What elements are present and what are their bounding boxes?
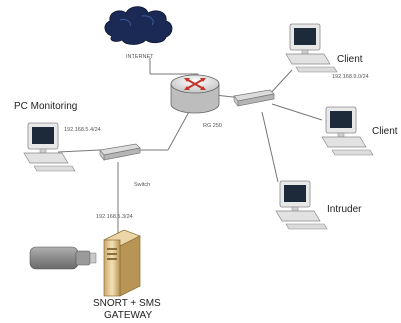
switch-icon (99, 143, 141, 161)
desktop-computer-icon (275, 180, 328, 230)
router-node: RG 250 (170, 74, 222, 129)
internet-node: INTERNET (104, 6, 173, 60)
switch-icon (233, 89, 275, 107)
switch-left-label: Switch (134, 182, 150, 188)
router-label: RG 250 (203, 123, 222, 129)
gateway-label-line1: SNORT + SMS (93, 298, 161, 309)
client-1-label: Client (337, 54, 363, 65)
client-1-ip: 192.168.9.0/24 (332, 74, 369, 80)
switch-left-node: Switch (99, 143, 150, 188)
gateway-ip: 192.168.5.3/24 (96, 214, 133, 220)
pc-monitoring-label: PC Monitoring (14, 101, 77, 112)
intruder-label: Intruder (327, 204, 362, 215)
link-switch-right-intruder (261, 111, 279, 183)
switch-right-node (233, 89, 275, 107)
pc-monitoring-ip: 192.168.5.4/24 (64, 127, 101, 133)
client-1-node: Client 192.168.9.0/24 (285, 23, 369, 80)
desktop-computer-icon (321, 106, 374, 156)
internet-label: INTERNET (126, 54, 154, 60)
gsm-modem-icon (29, 246, 97, 270)
client-2-label: Client (372, 126, 398, 137)
pc-monitoring-node: PC Monitoring 192.168.5.4/24 (14, 101, 101, 172)
server-tower-icon (103, 229, 141, 297)
gateway-label-line2: GATEWAY (104, 310, 152, 321)
client-2-node: Client (321, 106, 398, 156)
link-router-switch-left (167, 109, 191, 151)
router-icon (170, 74, 220, 114)
gateway-node: 192.168.5.3/24 SNORT + SMS GATEWAY (29, 214, 161, 321)
link-switch-right-client2 (271, 103, 323, 121)
desktop-computer-icon (285, 23, 338, 73)
cloud-icon (104, 6, 173, 45)
link-switch-left-pc (57, 149, 101, 153)
intruder-node: Intruder (275, 180, 362, 230)
connections (57, 58, 323, 235)
